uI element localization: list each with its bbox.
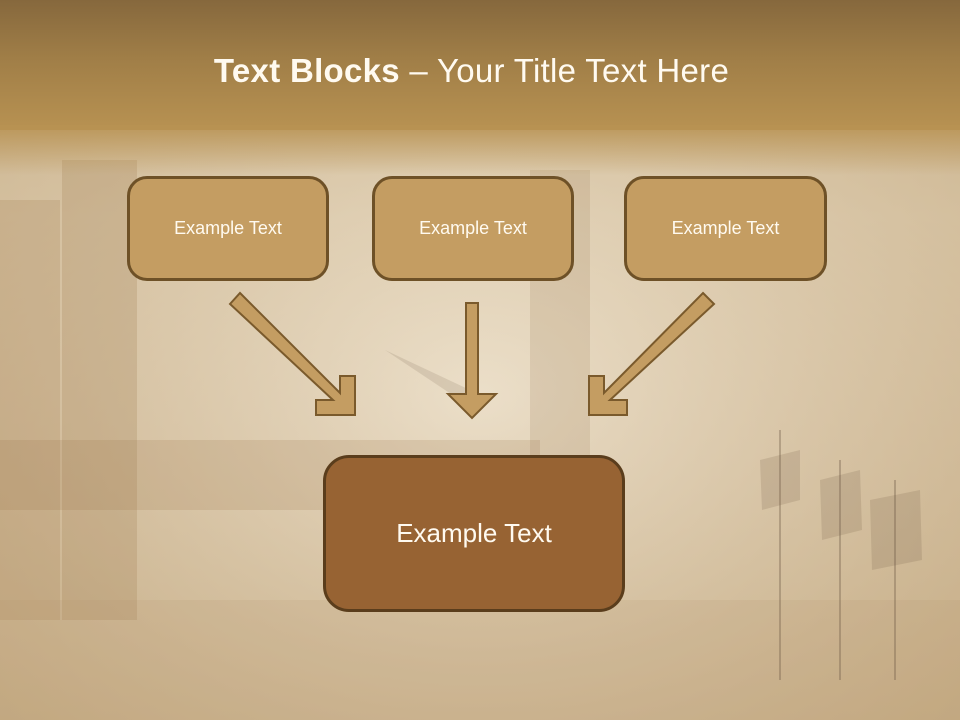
arrow-down-icon <box>445 302 499 420</box>
text-block-3[interactable]: Example Text <box>624 176 827 281</box>
text-block-2-label: Example Text <box>419 218 527 238</box>
text-block-3-label: Example Text <box>671 218 780 238</box>
text-block-1-label: Example Text <box>174 218 282 238</box>
text-block-2[interactable]: Example Text <box>372 176 574 281</box>
slide-title: Text Blocks – Your Title Text Here <box>0 52 943 90</box>
header-band <box>0 0 960 130</box>
text-block-main-label: Example Text <box>396 518 552 548</box>
title-bold: Text Blocks <box>213 52 400 89</box>
arrow-down-right-icon <box>228 291 356 416</box>
title-dash: – <box>399 52 437 89</box>
text-block-main[interactable]: Example Text <box>323 455 625 612</box>
header-fade <box>0 125 960 175</box>
arrow-down-left-icon <box>588 291 716 416</box>
text-block-1[interactable]: Example Text <box>127 176 329 281</box>
title-rest: Your Title Text Here <box>436 52 730 89</box>
